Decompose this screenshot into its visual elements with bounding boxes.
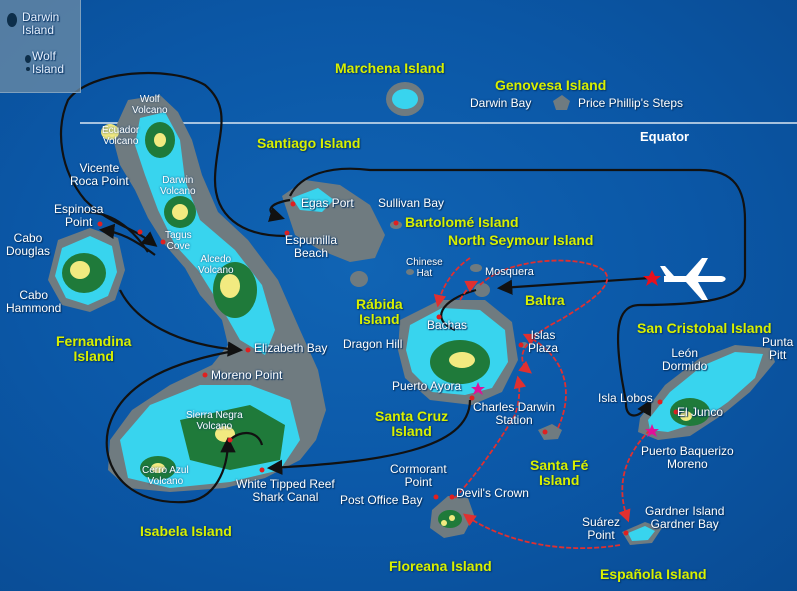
cabo-douglas-label: Cabo Douglas — [6, 231, 51, 258]
santa-fe-island-shape — [538, 424, 562, 440]
black-route-to-santa-cruz — [266, 399, 472, 476]
espanola-label: Española Island — [600, 566, 707, 582]
black-route-fernandina — [83, 210, 149, 253]
san-cristobal-label: San Cristobal Island — [637, 320, 772, 336]
visit-site-dots — [97, 201, 679, 536]
isabela-island-shape — [108, 95, 326, 492]
espanola-island-shape — [622, 522, 662, 545]
red-route-baltra — [459, 280, 479, 301]
fernandina-label: Fernandina Island — [56, 333, 132, 364]
espumilla-beach-label: Espumilla Beach — [285, 233, 338, 260]
rabida-label: Rábida Island — [356, 296, 403, 327]
puerto-baquerizo-moreno-label: Puerto Baquerizo Moreno — [641, 444, 734, 471]
white-tipped-reef-label: White Tipped Reef Shark Canal — [236, 477, 335, 504]
red-route-san-cristobal-espanola — [618, 429, 651, 523]
fernandina-island-shape — [48, 228, 125, 312]
puerto-ayora-label: Puerto Ayora — [392, 379, 462, 393]
cerro-azul-volcano-label: Cerro Azul Volcano — [142, 465, 189, 487]
egas-port-label: Egas Port — [301, 196, 354, 210]
elizabeth-bay-label: Elizabeth Bay — [254, 341, 328, 355]
gardner-island-label: Gardner Island Gardner Bay — [645, 504, 725, 531]
post-office-bay-label: Post Office Bay — [340, 493, 423, 507]
sullivan-bay-label: Sullivan Bay — [378, 196, 445, 210]
red-star-icon — [643, 270, 661, 286]
black-route-south-loop — [105, 348, 241, 504]
baltra-label: Baltra — [525, 292, 565, 308]
pink-star-icon — [471, 382, 659, 437]
north-seymour-shape — [470, 264, 482, 272]
price-phillips-steps-label: Price Phillip's Steps — [578, 96, 683, 110]
santa-fe-label: Santa Fé Island — [530, 457, 589, 488]
moreno-point-label: Moreno Point — [211, 368, 283, 382]
black-route-egas — [267, 198, 291, 222]
santa-cruz-island-shape — [398, 300, 518, 405]
bachas-label: Bachas — [427, 318, 468, 332]
sierra-negra-volcano-label: Sierra Negra Volcano — [186, 410, 243, 432]
santiago-island-shape — [282, 180, 385, 262]
black-route-fern2 — [98, 223, 156, 256]
floreana-island-shape — [430, 496, 474, 538]
darwin-bay-label: Darwin Bay — [470, 96, 532, 110]
dragon-hill-label: Dragon Hill — [343, 337, 403, 351]
inset-island-marks — [7, 13, 31, 71]
punta-pitt-label: Punta Pitt — [762, 335, 794, 362]
marchena-island-shape — [386, 82, 424, 116]
espinosa-point-label: Espinosa Point — [54, 202, 104, 229]
ecuador-volcano-label: Ecuador Volcano — [102, 125, 140, 147]
ecuador-volcano-shape — [101, 124, 119, 140]
isabela-label: Isabela Island — [140, 523, 232, 539]
black-route-sierra — [229, 432, 264, 446]
isla-lobos-label: Isla Lobos — [598, 391, 653, 405]
floreana-label: Floreana Island — [389, 558, 492, 574]
baltra-shape — [474, 283, 490, 297]
equator-label: Equator — [640, 129, 690, 144]
genovesa-island-shape — [553, 95, 570, 110]
black-route-plane — [496, 276, 651, 295]
santa-cruz-label: Santa Cruz Island — [375, 408, 449, 439]
alcedo-volcano-label: Alcedo Volcano — [198, 254, 234, 276]
suarez-point-label: Suárez Point — [582, 515, 621, 542]
vicente-roca-point-label: Vicente Roca Point — [70, 161, 129, 188]
cabo-hammond-label: Cabo Hammond — [6, 288, 62, 315]
wolf-volcano-label: Wolf Volcano — [132, 94, 168, 116]
devils-crown-label: Devil's Crown — [456, 486, 529, 500]
charles-darwin-station-label: Charles Darwin Station — [473, 400, 556, 427]
chinese-hat-shape — [406, 269, 414, 275]
chinese-hat-label: Chinese Hat — [406, 257, 443, 279]
red-route-floreana-santa-cruz — [454, 375, 527, 499]
cormorant-point-label: Cormorant Point — [390, 462, 447, 489]
inset-darwin-label: Darwin Island — [22, 10, 60, 37]
darwin-volcano-label: Darwin Volcano — [160, 175, 196, 197]
black-route-loop-north — [440, 288, 477, 332]
islas-plaza-label: Islas Plaza — [528, 328, 559, 355]
black-route-fern3 — [119, 289, 244, 357]
santiago-label: Santiago Island — [257, 135, 361, 151]
red-route-espanola-floreana — [462, 513, 621, 550]
tagus-cove-label: Tagus Cove — [165, 230, 192, 252]
mosquera-label: Mosquera — [485, 266, 534, 278]
airplane-icon — [660, 258, 726, 300]
inset-wolf-label: Wolf Island — [32, 49, 65, 76]
leon-dormido-label: León Dormido — [662, 346, 708, 373]
black-route-isabela-outer — [59, 71, 286, 247]
rabida-island-shape — [350, 271, 368, 287]
red-route-baltra-mosquera — [479, 259, 608, 374]
marchena-label: Marchena Island — [335, 60, 445, 76]
red-route-bachas — [433, 257, 471, 308]
bartolome-label: Bartolomé Island — [405, 214, 519, 230]
el-junco-label: El Junco — [677, 405, 724, 419]
black-route-west — [289, 167, 747, 417]
genovesa-label: Genovesa Island — [495, 77, 607, 93]
north-seymour-label: North Seymour Island — [448, 232, 594, 248]
